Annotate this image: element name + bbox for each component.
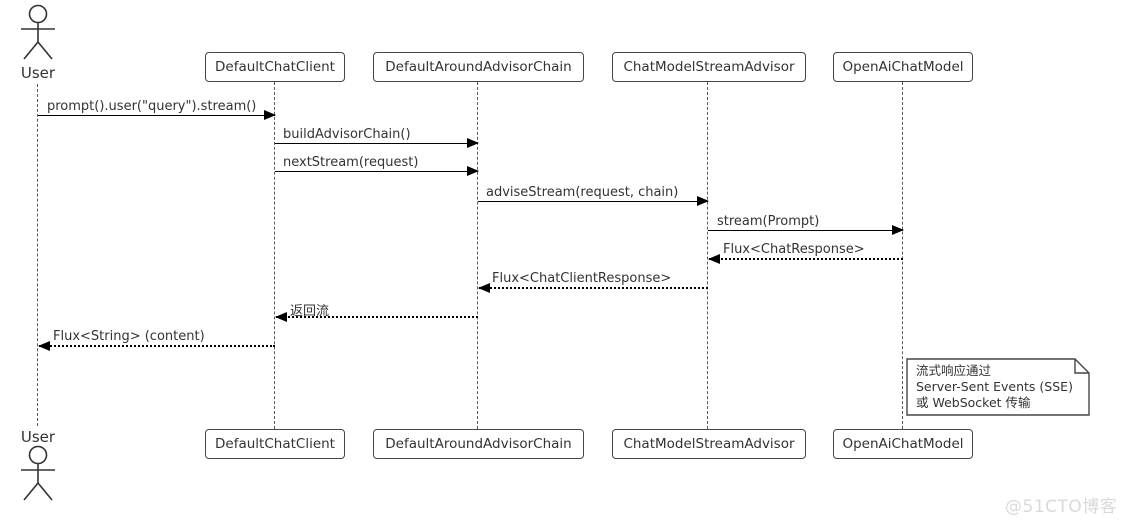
arrowhead-left-icon [708,254,720,264]
lifeline-defaultchatclient [274,82,275,429]
message-arrow [38,110,276,120]
message-return-arrow [708,254,903,264]
participant-defaultchatclient-top: DefaultChatClient [205,52,345,82]
lifeline-openaichatmodel [902,82,903,429]
message-label: Flux<ChatResponse> [723,242,865,257]
arrowhead-right-icon [264,110,276,120]
message-return-arrow [275,312,478,322]
note-text: 流式响应通过 Server-Sent Events (SSE) 或 WebSoc… [916,363,1073,411]
participant-openaichatmodel-top: OpenAiChatModel [833,52,973,82]
actor-user-top-icon [21,4,55,60]
message-label: nextStream(request) [283,155,419,170]
arrowhead-left-icon [275,312,287,322]
arrowhead-right-icon [467,166,479,176]
message-label: buildAdvisorChain() [283,127,411,142]
arrowhead-right-icon [697,196,709,206]
note-shape-icon [906,358,1090,416]
message-label: adviseStream(request, chain) [486,185,679,200]
watermark: @51CTO博客 [1005,497,1118,517]
arrowhead-left-icon [478,283,490,293]
participant-defaultaroundadvisorchain-bottom: DefaultAroundAdvisorChain [373,429,584,459]
message-arrow [708,225,904,235]
arrowhead-right-icon [892,225,904,235]
note-line: 或 WebSocket 传输 [916,395,1031,410]
message-return-arrow [478,283,708,293]
message-label: prompt().user("query").stream() [47,99,257,114]
actor-user-bottom-icon [21,445,55,501]
lifeline-defaultaroundadvisorchain [477,82,478,429]
participant-chatmodelstreamadvisor-bottom: ChatModelStreamAdvisor [612,429,806,459]
participant-openaichatmodel-bottom: OpenAiChatModel [833,429,973,459]
arrowhead-right-icon [467,138,479,148]
message-return-arrow [38,341,275,351]
note-sse-websocket: 流式响应通过 Server-Sent Events (SSE) 或 WebSoc… [906,358,1090,416]
note-line: Server-Sent Events (SSE) [916,379,1073,394]
actor-user-top-label: User [20,64,56,82]
participant-defaultaroundadvisorchain-top: DefaultAroundAdvisorChain [373,52,584,82]
note-line: 流式响应通过 [916,363,992,378]
participant-defaultchatclient-bottom: DefaultChatClient [205,429,345,459]
message-label: Flux<String> (content) [53,329,205,344]
message-label: Flux<ChatClientResponse> [492,271,672,286]
lifeline-user [37,84,38,426]
participant-chatmodelstreamadvisor-top: ChatModelStreamAdvisor [612,52,806,82]
arrowhead-left-icon [38,341,50,351]
message-label: stream(Prompt) [717,214,820,229]
message-arrow [478,196,709,206]
actor-user-bottom-label: User [20,428,56,446]
message-label: 返回流 [290,304,330,319]
message-arrow [275,166,479,176]
message-arrow [275,138,479,148]
lifeline-chatmodelstreamadvisor [707,82,708,429]
